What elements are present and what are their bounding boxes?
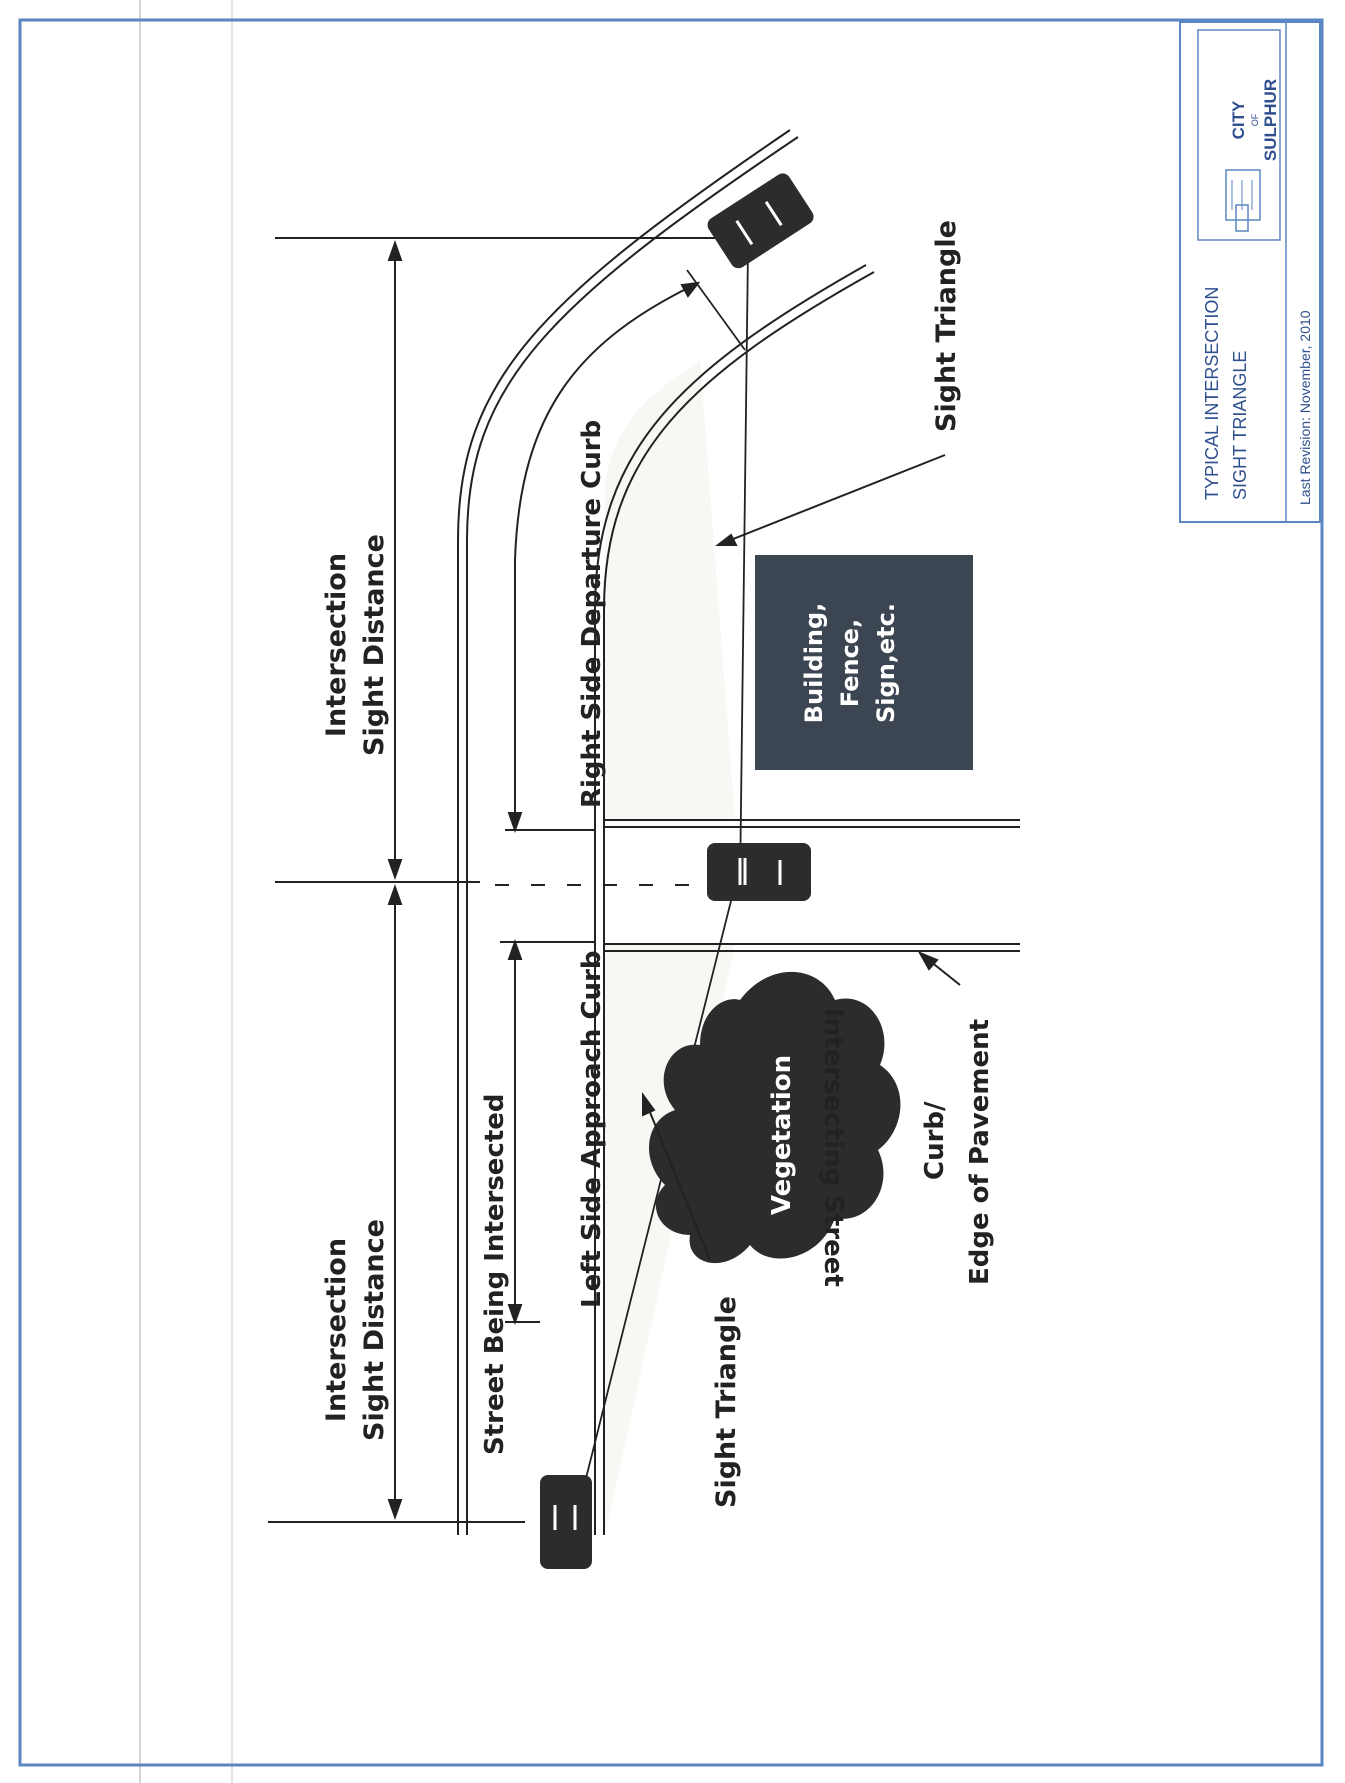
curb-length-dimensions [500, 281, 701, 1326]
sight-lines [574, 249, 749, 1523]
city-hall-icon [1225, 169, 1261, 232]
sight-triangle-area-right [605, 360, 735, 820]
revision-note: Last Revision: November, 2010 [1297, 310, 1313, 505]
annotation-arrows [642, 454, 961, 1261]
left-side-approach-curb-label: Left Side Approach Curb [577, 951, 607, 1309]
logo-city: CITY [1229, 100, 1248, 139]
title-line-1: TYPICAL INTERSECTION [1202, 287, 1222, 500]
sight-distance-dimensions [268, 237, 745, 1523]
vegetation-label: Vegetation [767, 1055, 797, 1215]
isd-left-line-2: Sight Distance [359, 1219, 390, 1441]
intersecting-street-curbs [604, 819, 1020, 952]
vehicle-icon [707, 843, 811, 901]
street-being-intersected [457, 129, 875, 1535]
building-label-line-1: Building, [800, 603, 828, 724]
title-line-2: SIGHT TRIANGLE [1230, 351, 1250, 500]
isd-right-line-2: Sight Distance [359, 534, 390, 756]
street-being-intersected-label: Street Being Intersected [480, 1093, 510, 1455]
logo-of: OF [1250, 113, 1260, 126]
right-side-departure-curb-label: Right Side Departure Curb [577, 420, 607, 808]
sight-triangle-right-label: Sight Triangle [931, 220, 962, 432]
intersecting-street-label: Intersecting Street [818, 1008, 848, 1287]
vehicle-icon [540, 1475, 592, 1569]
vegetation-shape [648, 971, 901, 1264]
curb-label-line-1: Curb/ [920, 1101, 950, 1180]
logo-sulphur: SULPHUR [1261, 79, 1280, 161]
title-block: CITY OF SULPHUR TYPICAL INTERSECTION SIG… [1179, 21, 1321, 523]
isd-left-line-1: Intersection [321, 1238, 352, 1422]
sight-triangle-left-label: Sight Triangle [711, 1296, 742, 1508]
building-label-line-2: Fence, [836, 619, 864, 707]
curb-label-line-2: Edge of Pavement [965, 1019, 995, 1285]
building-fence-sign-block [755, 555, 973, 770]
isd-right-line-1: Intersection [321, 553, 352, 737]
vehicle-icon [707, 173, 814, 269]
building-label-line-3: Sign,etc. [872, 603, 900, 723]
page-border [18, 18, 1324, 1767]
